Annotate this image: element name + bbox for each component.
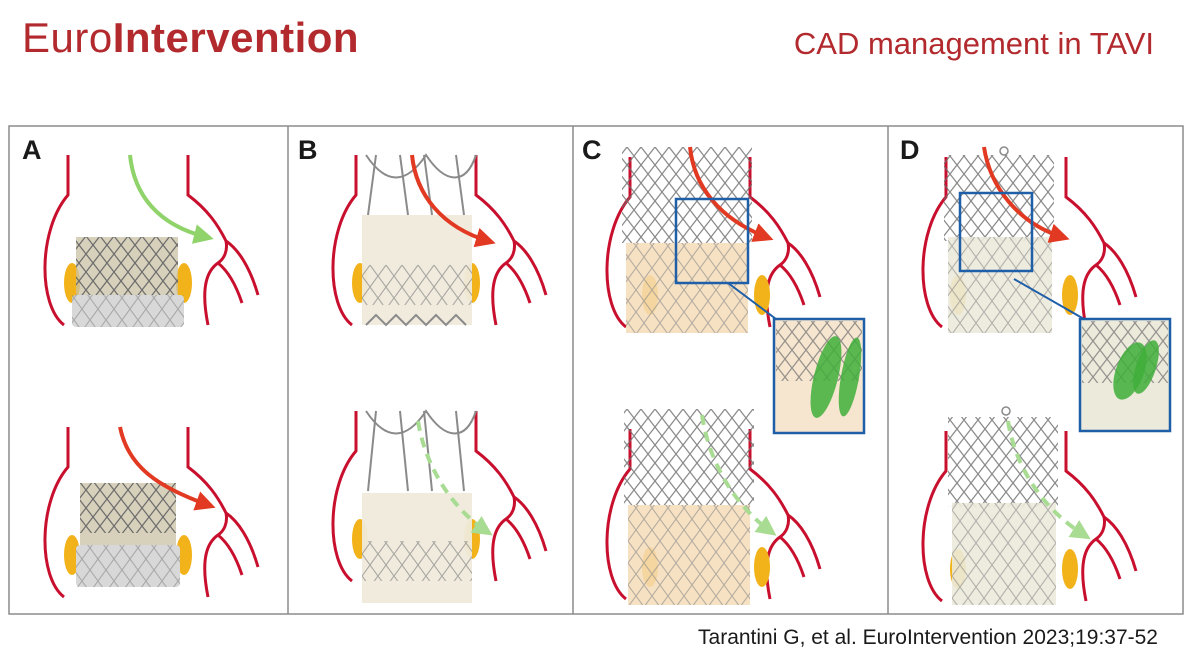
panel-d-top-diagram	[921, 146, 1138, 333]
panel-a	[43, 153, 260, 599]
slide-title: CAD management in TAVI	[793, 26, 1154, 61]
zoom-region-box	[958, 191, 1034, 273]
citation: Tarantini G, et al. EuroIntervention 202…	[698, 626, 1158, 649]
panel-letter-a: A	[22, 135, 42, 165]
panel-a-top-diagram	[43, 153, 260, 327]
coronary-access-arrow-blocked	[410, 154, 496, 248]
panel-b-top-diagram	[331, 153, 548, 327]
panel-b	[331, 153, 548, 603]
panel-c	[605, 146, 866, 605]
panel-a-bottom-diagram	[43, 425, 260, 599]
panel-letter-d: D	[900, 135, 920, 165]
panel-c-bottom-diagram	[605, 409, 822, 605]
eurointervention-logo: EuroIntervention	[22, 14, 359, 62]
panel-letter-c: C	[582, 135, 602, 165]
tavi-figure: A B C D	[8, 125, 1184, 615]
panel-d	[921, 146, 1172, 605]
zoom-region-box	[674, 197, 750, 285]
logo-light: Euro	[22, 14, 113, 61]
zoom-connector	[727, 282, 777, 320]
zoom-connector	[1013, 278, 1085, 320]
coronary-access-arrow	[128, 154, 214, 244]
coronary-access-arrow-dashed	[700, 414, 777, 536]
panel-letter-b: B	[298, 135, 318, 165]
panel-c-top-diagram	[605, 146, 822, 333]
logo-bold: Intervention	[112, 14, 360, 61]
coronary-access-arrow-blocked	[118, 426, 216, 511]
panel-c-zoom-inset	[772, 317, 866, 435]
coronary-access-arrow-blocked	[982, 146, 1070, 243]
coronary-access-arrow-dashed	[1006, 420, 1091, 540]
panel-d-zoom-inset	[1078, 317, 1172, 433]
panel-d-bottom-diagram	[921, 406, 1138, 605]
coronary-access-arrow-dashed	[416, 420, 493, 536]
panel-b-bottom-diagram	[331, 409, 548, 603]
